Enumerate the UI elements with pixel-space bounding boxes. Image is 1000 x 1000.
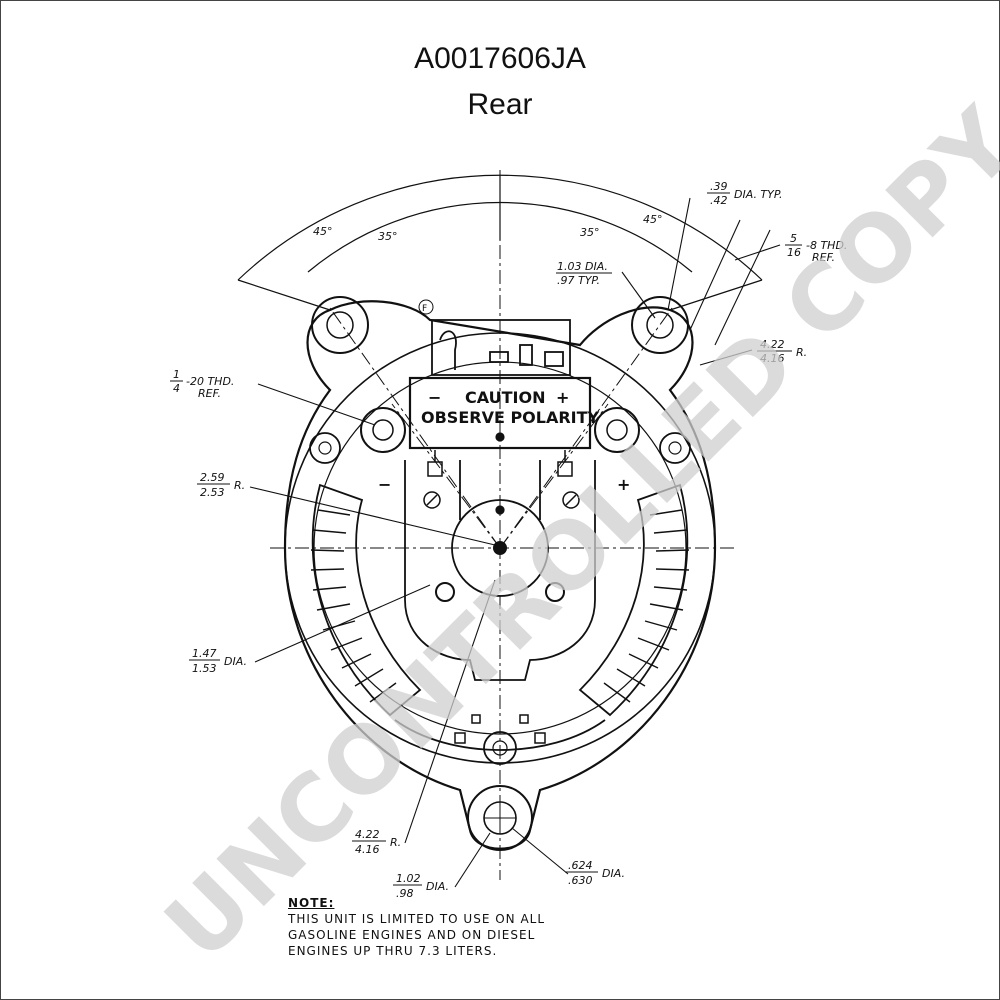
minus-terminal-symbol: −	[378, 475, 391, 494]
part-number-title: A0017606JA	[414, 42, 586, 75]
left-mounting-ear	[311, 296, 369, 354]
uncontrolled-copy-watermark: UNCONTROLLED COPY	[145, 88, 1000, 981]
caution-text: CAUTION	[465, 388, 545, 407]
dim-top-hole: .39 .42 DIA. TYP.	[707, 180, 783, 207]
bottom-square-holes	[454, 714, 546, 744]
svg-text:2.53: 2.53	[200, 486, 225, 499]
svg-text:5: 5	[790, 232, 797, 245]
dim-dia-102: 1.02 .98 DIA.	[393, 872, 449, 900]
angle-dimension-arcs	[237, 174, 763, 311]
svg-text:R.: R.	[234, 479, 245, 492]
view-subtitle: Rear	[467, 88, 533, 121]
svg-text:.98: .98	[396, 887, 414, 900]
bottom-boss	[483, 731, 517, 765]
dim-radius-422-bottom: 4.22 4.16 R.	[352, 828, 401, 856]
svg-text:DIA.: DIA.	[426, 880, 449, 893]
dim-radius-259: 2.59 2.53 R.	[197, 471, 245, 499]
svg-text:.39: .39	[710, 180, 728, 193]
inner-channel	[404, 460, 596, 681]
regulator-block	[408, 319, 592, 450]
svg-text:4.16: 4.16	[760, 352, 785, 365]
angle-label-35-left: 35°	[378, 230, 398, 243]
svg-text:R.: R.	[796, 346, 807, 359]
dim-thread-5-16: 5 16 -8 THD. REF.	[785, 232, 847, 264]
svg-text:4: 4	[173, 382, 180, 395]
svg-text:REF.: REF.	[812, 251, 835, 264]
observe-polarity-text: OBSERVE POLARITY	[421, 408, 600, 427]
dim-dia-624: .624 .630 DIA.	[565, 859, 625, 887]
note-heading: NOTE:	[288, 896, 335, 910]
svg-text:-8 THD.: -8 THD.	[806, 239, 847, 252]
left-vent-arc	[311, 483, 422, 717]
vent-slots-right	[603, 509, 690, 703]
right-mounting-ear	[631, 296, 689, 354]
svg-text:REF.: REF.	[198, 387, 221, 400]
right-vent-arc	[578, 483, 689, 717]
svg-text:.630: .630	[568, 874, 593, 887]
svg-text:DIA.: DIA.	[224, 655, 247, 668]
svg-text:4.16: 4.16	[355, 843, 380, 856]
dim-thread-1-4: 1 4 -20 THD. REF.	[170, 368, 234, 400]
hub	[435, 499, 565, 602]
svg-text:1.02: 1.02	[396, 872, 421, 885]
angle-label-35-right: 35°	[580, 226, 600, 239]
svg-text:-20 THD.: -20 THD.	[186, 375, 234, 388]
minus-terminal-screw	[423, 450, 443, 509]
angle-label-45-left: 45°	[313, 225, 333, 238]
leader-lines	[249, 197, 781, 888]
svg-text:.42: .42	[710, 194, 728, 207]
angle-label-45-right: 45°	[643, 213, 663, 226]
svg-text:2.59: 2.59	[200, 471, 225, 484]
bottom-mounting-ear	[467, 785, 533, 851]
left-terminal-stud	[360, 407, 406, 453]
svg-text:.624: .624	[568, 859, 593, 872]
svg-text:4.22: 4.22	[760, 338, 785, 351]
svg-text:1: 1	[173, 368, 180, 381]
svg-text:R.: R.	[390, 836, 401, 849]
plus-terminal-symbol: +	[617, 475, 630, 494]
polarity-minus-symbol: −	[428, 388, 441, 407]
note-line-3: ENGINES UP THRU 7.3 LITERS.	[288, 944, 498, 958]
left-mount-centerline	[329, 307, 501, 549]
polarity-plus-symbol: +	[556, 388, 569, 407]
svg-text:1.47: 1.47	[192, 647, 217, 660]
svg-text:DIA. TYP.: DIA. TYP.	[734, 188, 783, 201]
svg-text:4.22: 4.22	[355, 828, 380, 841]
dim-dia-147: 1.47 1.53 DIA.	[189, 647, 247, 675]
center-screw	[495, 432, 505, 515]
right-terminal-stud	[594, 407, 640, 453]
field-terminal-marker: F	[422, 304, 427, 314]
note-line-1: THIS UNIT IS LIMITED TO USE ON ALL	[288, 912, 546, 926]
svg-text:.97 TYP.: .97 TYP.	[557, 274, 600, 287]
right-side-boss	[659, 432, 691, 464]
svg-text:DIA.: DIA.	[602, 867, 625, 880]
dim-radius-422-top: 4.22 4.16 R.	[757, 338, 807, 365]
bottom-vent-arc	[394, 719, 606, 751]
dim-dia-103: 1.03 DIA. .97 TYP.	[556, 260, 612, 287]
svg-text:1.53: 1.53	[192, 662, 217, 675]
note-block: NOTE: THIS UNIT IS LIMITED TO USE ON ALL…	[288, 895, 545, 959]
plus-terminal-screw	[557, 450, 580, 509]
svg-text:16: 16	[787, 246, 801, 259]
note-line-2: GASOLINE ENGINES AND ON DIESEL	[288, 928, 536, 942]
svg-text:1.03 DIA.: 1.03 DIA.	[557, 260, 608, 273]
left-side-boss	[309, 432, 341, 464]
